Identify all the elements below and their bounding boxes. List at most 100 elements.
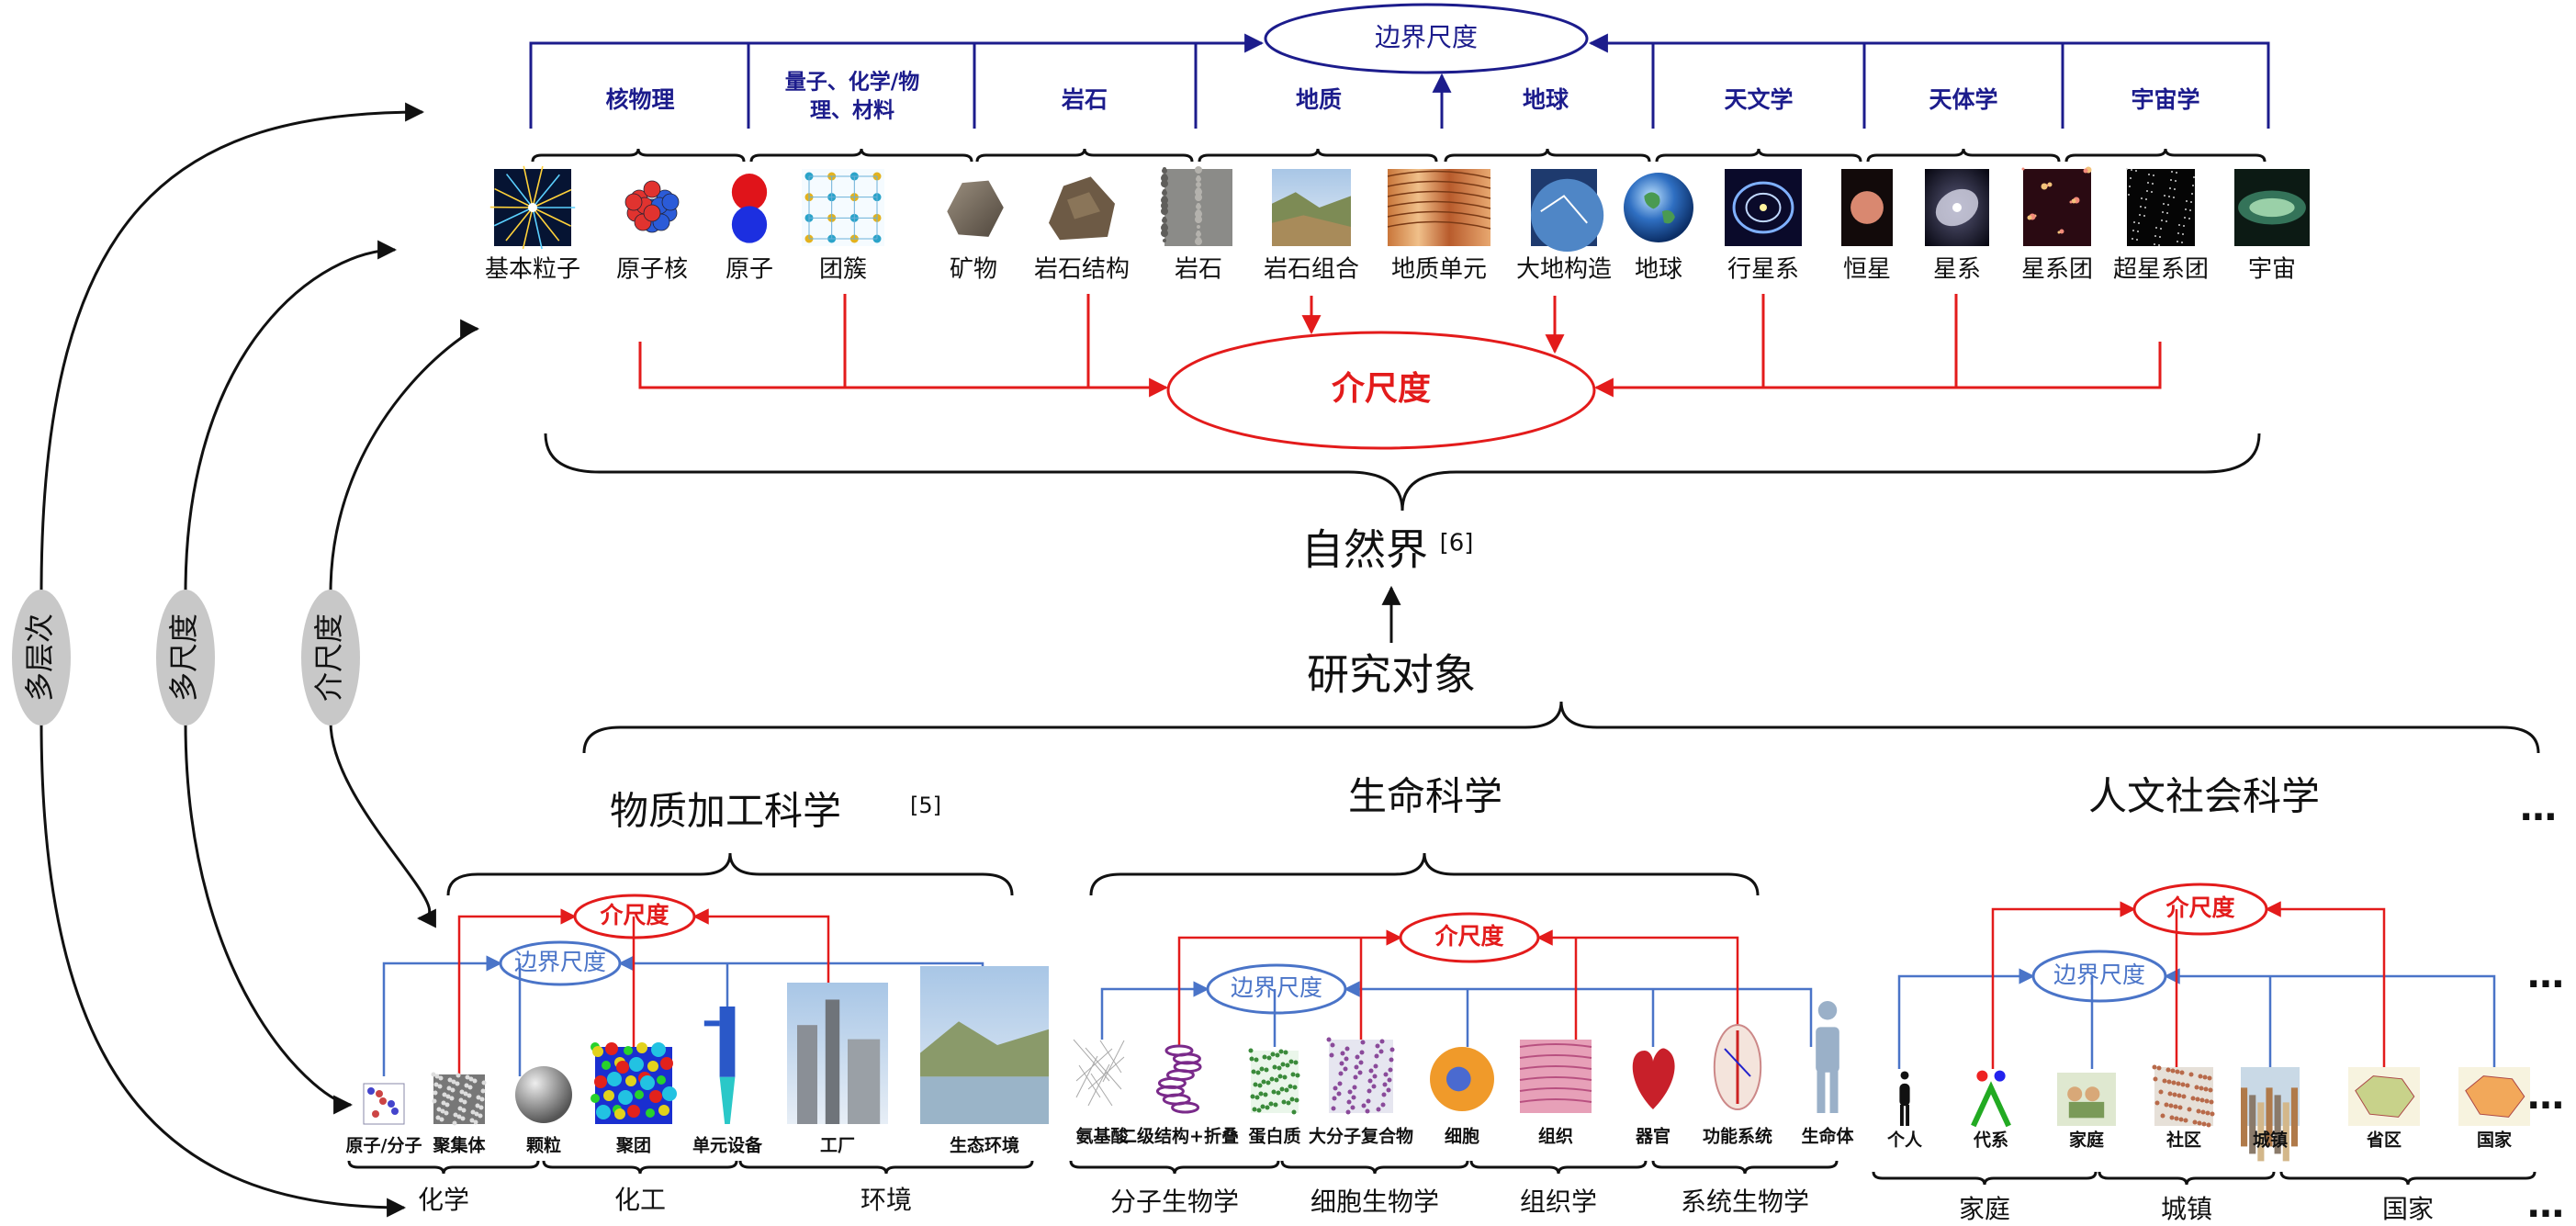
level-label: 城镇	[2253, 1130, 2288, 1151]
field-brace	[446, 852, 1014, 896]
discipline-brace	[975, 148, 1194, 163]
field-title: 人文社会科学	[2088, 774, 2320, 819]
scale-arc-lower	[184, 721, 354, 1115]
discipline-brace	[1444, 148, 1651, 163]
level-label: 恒星	[1843, 256, 1891, 284]
boundary-link	[1344, 981, 1813, 1047]
discipline-label: 地质	[1296, 86, 1342, 113]
amino-acid-icon	[1073, 1039, 1131, 1113]
country-map-icon	[2458, 1067, 2530, 1126]
level-label: 省区	[2366, 1130, 2402, 1151]
meso-scale-label: 介尺度	[1434, 923, 1503, 950]
subject-label: 细胞生物学	[1310, 1187, 1439, 1217]
continuation-ellipsis: …	[2520, 787, 2557, 829]
subject-brace	[1872, 1171, 2098, 1186]
side-label-pill	[301, 590, 360, 725]
level-label: 功能系统	[1703, 1126, 1772, 1147]
scale-arc-lower	[329, 721, 436, 928]
discipline-label: 天文学	[1724, 86, 1793, 113]
subject-label: 国家	[2382, 1194, 2434, 1224]
subject-brace	[1069, 1160, 1280, 1175]
continuation-ellipsis: …	[2527, 954, 2564, 996]
level-label: 大分子复合物	[1309, 1126, 1413, 1147]
supercluster-icon	[2126, 168, 2195, 246]
aggregate-icon	[431, 1072, 487, 1126]
discipline-brace	[1866, 148, 2061, 163]
rock-assemblage-icon	[1272, 169, 1351, 246]
level-label: 星系团	[2021, 256, 2093, 284]
scale-arc-upper	[184, 240, 398, 594]
level-label: 原子核	[616, 256, 688, 284]
tectonics-icon	[1531, 169, 1604, 252]
family-icon	[2057, 1073, 2116, 1126]
discipline-label: 天体学	[1929, 86, 1997, 113]
molecule-icon	[363, 1083, 405, 1125]
scale-arc-lower	[39, 721, 407, 1218]
meso-link	[1177, 929, 1402, 1047]
protein-icon	[1248, 1048, 1300, 1115]
meso-link-left	[638, 342, 1169, 398]
side-label-pill	[12, 590, 71, 725]
discipline-brace	[749, 148, 973, 163]
rock-icon	[1161, 166, 1232, 246]
boundary-scale-ellipse-top	[1264, 3, 1589, 74]
level-label: 宇宙	[2248, 256, 2296, 284]
level-label: 个人	[1886, 1130, 1923, 1151]
continuation-ellipsis: …	[2527, 1184, 2564, 1226]
side-label: 介尺度	[311, 613, 346, 702]
boundary-link	[382, 955, 502, 1076]
planetary-system-icon	[1725, 169, 1802, 246]
subject-label: 城镇	[2161, 1194, 2212, 1224]
level-label: 器官	[1635, 1126, 1670, 1147]
discipline-label: 理、材料	[810, 99, 894, 123]
level-label: 行星系	[1727, 256, 1799, 284]
level-label: 原子	[726, 256, 773, 284]
field-title: 生命科学	[1348, 774, 1502, 819]
meso-link	[1991, 901, 2136, 1069]
atom-icon	[731, 174, 768, 243]
discipline-label: 岩石	[1061, 86, 1108, 113]
continuation-ellipsis: …	[2527, 1075, 2564, 1118]
boundary-link	[1897, 968, 2035, 1069]
level-label: 生态环境	[950, 1135, 1019, 1156]
field-ref: [5]	[910, 793, 941, 818]
boundary-scale-label-top: 边界尺度	[1375, 22, 1478, 52]
level-label: 基本粒子	[485, 256, 580, 284]
discipline-label: 量子、化学/物	[785, 70, 919, 95]
level-label: 蛋白质	[1248, 1126, 1300, 1147]
subject-brace	[2279, 1171, 2537, 1186]
subject-label: 分子生物学	[1110, 1187, 1239, 1217]
level-label: 原子/分子	[346, 1136, 422, 1156]
person-icon	[1899, 1071, 1910, 1126]
level-label: 家庭	[2069, 1130, 2104, 1151]
community-icon	[2152, 1064, 2215, 1128]
level-label: 地球	[1635, 256, 1682, 284]
universe-icon	[2234, 169, 2310, 246]
side-label: 多层次	[22, 613, 57, 702]
boundary-link	[1100, 981, 1209, 1047]
side-label-pill	[156, 590, 215, 725]
organism-icon	[1816, 1000, 1839, 1113]
subject-label: 系统生物学	[1681, 1187, 1809, 1217]
level-label: 岩石组合	[1264, 256, 1359, 284]
secondary-structure-icon	[1155, 1044, 1202, 1114]
level-label: 生命体	[1801, 1126, 1854, 1147]
galaxy-icon	[1925, 169, 1989, 246]
level-label: 聚集体	[432, 1135, 486, 1156]
level-label: 超星系团	[2113, 256, 2209, 284]
discipline-label: 核物理	[605, 86, 674, 113]
ecosystem-icon	[920, 966, 1049, 1124]
field-title: 物质加工科学	[610, 789, 841, 834]
generations-icon	[1971, 1070, 2011, 1128]
subject-brace	[1280, 1160, 1469, 1175]
meso-link	[1536, 929, 1739, 1047]
subject-label: 环境	[861, 1185, 912, 1215]
macromolecular-complex-icon	[1326, 1037, 1395, 1115]
factory-icon	[787, 983, 888, 1124]
level-label: 矿物	[950, 256, 997, 284]
nature-ref: [6]	[1440, 530, 1474, 557]
subject-brace	[738, 1160, 1034, 1175]
level-label: 团簇	[819, 256, 867, 284]
star-icon	[1841, 169, 1893, 246]
level-label: 大地构造	[1516, 256, 1612, 284]
